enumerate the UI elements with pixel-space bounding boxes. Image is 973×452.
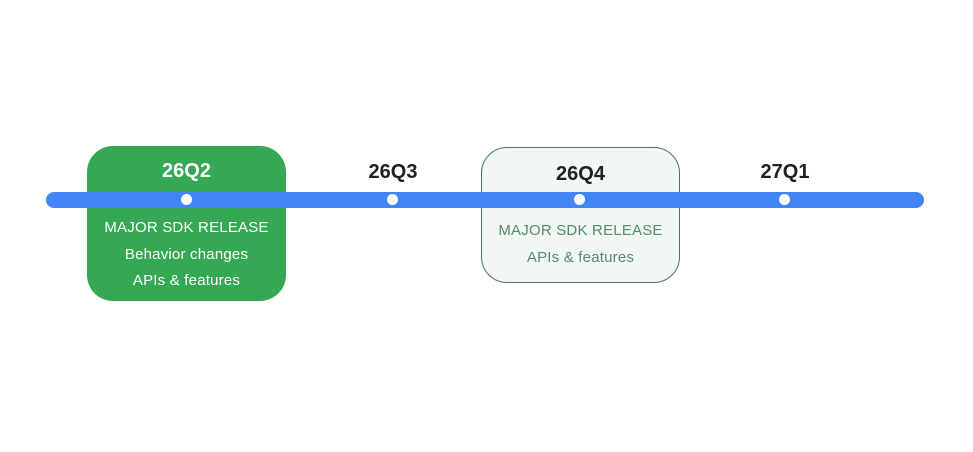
card-detail-apis-features: APIs & features xyxy=(132,272,241,289)
timeline-dot-27q1 xyxy=(779,194,790,205)
quarter-label-26q2: 26Q2 xyxy=(162,160,211,182)
card-detail-apis-features: APIs & features xyxy=(526,249,635,266)
card-detail-behavior-changes: Behavior changes xyxy=(124,246,249,263)
milestone-card-26q2: 26Q2 MAJOR SDK RELEASE Behavior changes … xyxy=(87,146,286,301)
timeline-dot-26q2 xyxy=(181,194,192,205)
card-detail-major-sdk-release: MAJOR SDK RELEASE xyxy=(498,222,663,239)
timeline-bar xyxy=(46,192,924,208)
milestone-card-26q4: 26Q4 MAJOR SDK RELEASE APIs & features xyxy=(481,147,680,283)
timeline-dot-26q4 xyxy=(574,194,585,205)
quarter-label-27q1: 27Q1 xyxy=(760,161,810,183)
card-detail-major-sdk-release: MAJOR SDK RELEASE xyxy=(104,219,269,236)
quarter-label-26q3: 26Q3 xyxy=(368,161,418,183)
timeline-dot-26q3 xyxy=(387,194,398,205)
quarter-label-26q4: 26Q4 xyxy=(556,163,605,185)
